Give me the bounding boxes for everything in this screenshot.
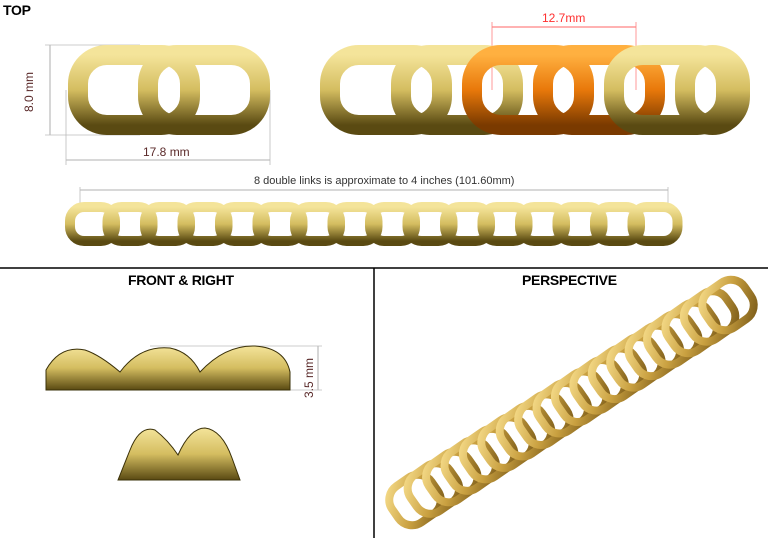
perspective-link-group xyxy=(698,275,758,335)
perspective-link-group xyxy=(458,424,519,484)
perspective-link xyxy=(624,321,685,381)
perspective-link xyxy=(643,310,703,369)
perspective-link xyxy=(550,367,611,427)
chain-link xyxy=(68,45,200,135)
front-view xyxy=(45,345,291,391)
perspective-link-group xyxy=(569,356,629,415)
perspective-chain xyxy=(385,275,758,530)
chain-link xyxy=(391,45,523,135)
perspective-link xyxy=(422,447,482,507)
chain-link xyxy=(290,202,345,246)
perspective-link-group xyxy=(403,459,464,518)
perspective-link-group xyxy=(514,390,574,449)
highlighted-link xyxy=(462,45,594,135)
perspective-link-group xyxy=(661,298,721,358)
chain-link xyxy=(138,45,270,135)
chain-link xyxy=(320,45,452,135)
perspective-link-group xyxy=(643,310,703,369)
perspective-link-group xyxy=(606,333,666,392)
perspective-link xyxy=(587,344,648,404)
section-title-front-right: FRONT & RIGHT xyxy=(128,272,234,288)
perspective-link xyxy=(403,459,464,518)
perspective-link-group xyxy=(679,287,740,346)
chain-link xyxy=(477,202,533,246)
chain-link xyxy=(140,202,195,246)
section-title-perspective: PERSPECTIVE xyxy=(522,272,617,288)
perspective-link xyxy=(661,298,721,358)
thickness-dimension-label: 3.5 mm xyxy=(302,357,316,398)
perspective-link xyxy=(532,378,593,438)
perspective-link-group xyxy=(532,378,593,438)
chain-link xyxy=(552,202,608,246)
highlighted-link xyxy=(533,45,665,135)
chain-link xyxy=(102,202,158,246)
width-dimension-label: 17.8 mm xyxy=(143,145,190,159)
perspective-link xyxy=(385,470,445,530)
perspective-link-group xyxy=(587,344,648,404)
perspective-link xyxy=(569,356,629,415)
perspective-link-group xyxy=(550,367,611,427)
perspective-link-group xyxy=(440,436,500,495)
length-note: 8 double links is approximate to 4 inche… xyxy=(254,175,515,187)
chain-link xyxy=(177,202,233,246)
chain-link xyxy=(327,202,383,246)
perspective-link xyxy=(495,401,556,461)
perspective-link xyxy=(440,436,500,495)
chain-link xyxy=(365,202,420,246)
chain-link xyxy=(627,202,683,246)
section-title-top: TOP xyxy=(3,2,31,18)
chain-link xyxy=(440,202,495,246)
chain-link xyxy=(215,202,270,246)
perspective-link xyxy=(514,390,574,449)
perspective-link xyxy=(698,275,758,335)
chain-link xyxy=(252,202,308,246)
chain-link xyxy=(402,202,458,246)
pitch-dimension-label: 12.7mm xyxy=(542,11,586,25)
perspective-link-group xyxy=(422,447,482,507)
perspective-link xyxy=(458,424,519,484)
perspective-link-group xyxy=(624,321,685,381)
right-view xyxy=(117,427,241,481)
perspective-link xyxy=(679,287,740,346)
chain-link xyxy=(590,202,645,246)
chain-link xyxy=(675,45,750,135)
chain-link xyxy=(604,45,736,135)
perspective-link-group xyxy=(477,413,537,472)
height-dimension-label: 8.0 mm xyxy=(22,71,36,112)
chain-link xyxy=(515,202,570,246)
perspective-link xyxy=(606,333,666,392)
perspective-link-group xyxy=(385,470,445,530)
perspective-link xyxy=(477,413,537,472)
chain-link xyxy=(65,202,120,246)
perspective-link-group xyxy=(495,401,556,461)
